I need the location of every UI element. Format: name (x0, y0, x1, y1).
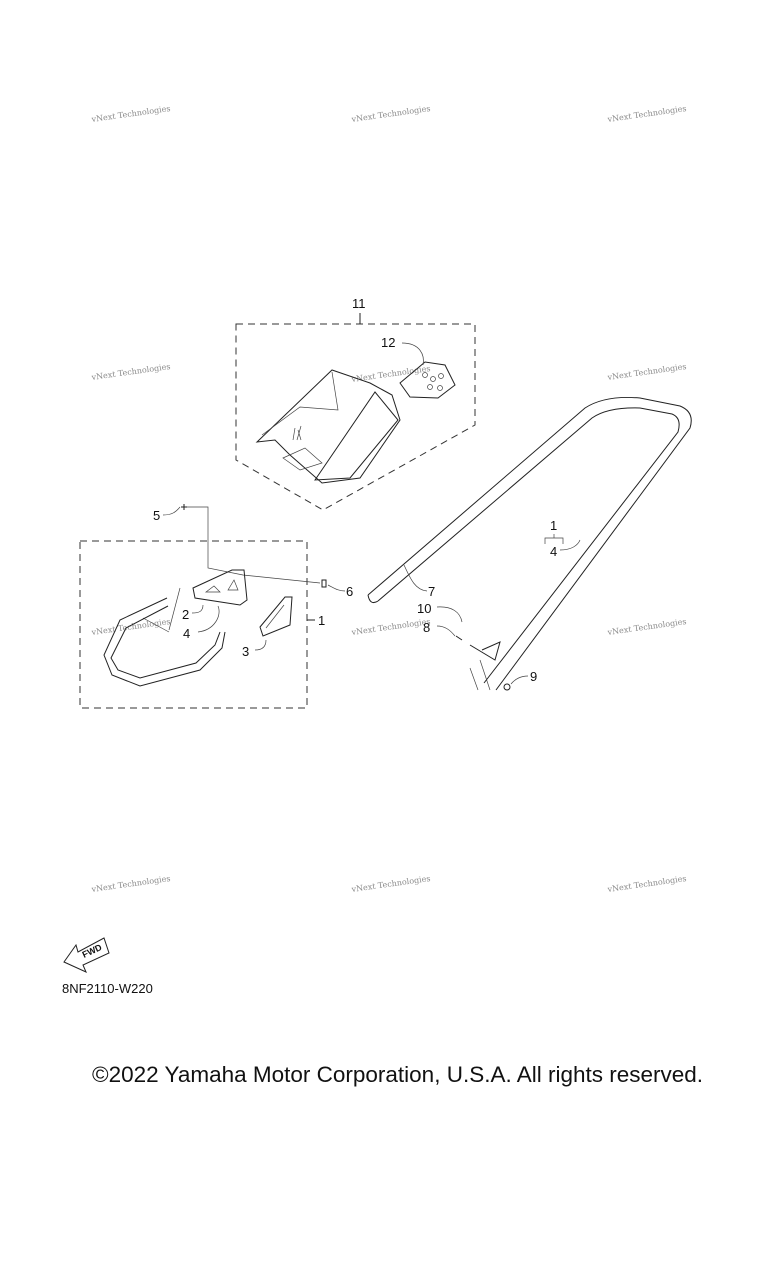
watermark: vNext Technologies (90, 362, 171, 382)
watermarks: vNext Technologies vNext Technologies vN… (90, 104, 687, 894)
watermark: vNext Technologies (606, 874, 687, 894)
rail-frame: 7 1 4 10 8 9 (367, 397, 692, 691)
callout-9: 9 (530, 669, 537, 684)
callout-3: 3 (242, 644, 249, 659)
watermark: vNext Technologies (606, 104, 687, 124)
copyright-notice: ©2022 Yamaha Motor Corporation, U.S.A. A… (92, 1062, 704, 1087)
watermark: vNext Technologies (350, 874, 431, 894)
callout-2: 2 (182, 607, 189, 622)
callout-10: 10 (417, 601, 431, 616)
watermark: vNext Technologies (350, 104, 431, 124)
bumper-assembly: 1 5 6 2 4 3 (79, 504, 353, 709)
fwd-arrow-icon: FWD (63, 937, 110, 973)
callout-8: 8 (423, 620, 430, 635)
diagram-code: 8NF2110-W220 (62, 981, 153, 996)
watermark: vNext Technologies (606, 617, 687, 637)
callout-7: 7 (428, 584, 435, 599)
callout-1-left: 1 (318, 613, 325, 628)
callout-4-right: 4 (550, 544, 557, 559)
watermark: vNext Technologies (606, 362, 687, 382)
watermark: vNext Technologies (350, 617, 431, 637)
callout-5: 5 (153, 508, 160, 523)
callout-6: 6 (346, 584, 353, 599)
callout-4-left: 4 (183, 626, 190, 641)
watermark: vNext Technologies (90, 874, 171, 894)
callout-11: 11 (352, 296, 366, 311)
watermark: vNext Technologies (90, 104, 171, 124)
watermark: vNext Technologies (90, 617, 171, 637)
callout-12: 12 (381, 335, 395, 350)
basket-assembly: 11 12 (235, 296, 476, 511)
callout-1-right: 1 (550, 518, 557, 533)
